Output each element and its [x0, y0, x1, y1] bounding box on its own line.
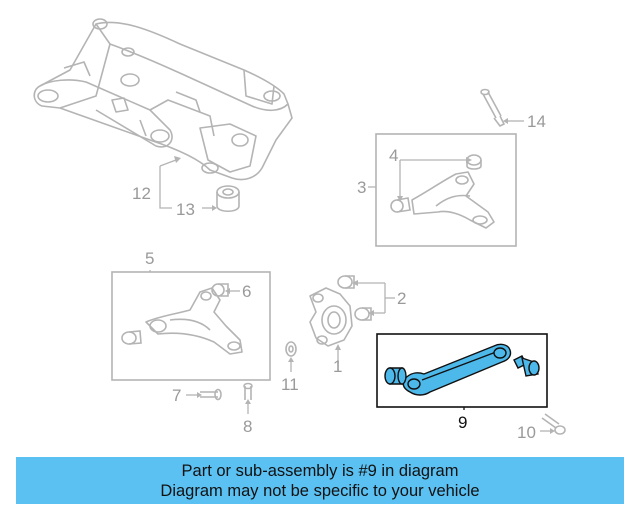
- arrow-2a: [352, 280, 358, 286]
- subframe-bushing-13: [216, 185, 240, 213]
- bolt-10: [541, 413, 566, 435]
- arrow-7: [197, 392, 202, 398]
- bushing-4b: [390, 197, 411, 213]
- leader-2: [358, 282, 395, 314]
- parts-diagram: 1 2 3 4 5 6 7 8 9 10 11 12 13 14: [33, 18, 566, 442]
- callout-4: 4: [389, 146, 398, 165]
- banner-part-text: Part or sub-assembly is #9 in diagram: [181, 461, 459, 480]
- callout-7: 7: [172, 386, 181, 405]
- callout-11: 11: [281, 375, 299, 394]
- banner-disclaimer-text: Diagram may not be specific to your vehi…: [160, 481, 480, 500]
- leader-4: [399, 159, 466, 196]
- link-bushing-right: [513, 355, 540, 377]
- info-banner: Part or sub-assembly is #9 in diagram Di…: [16, 457, 624, 504]
- callout-5: 5: [145, 249, 154, 268]
- link-bushing-left: [384, 367, 407, 385]
- callout-13: 13: [176, 200, 195, 219]
- bushing-5: [121, 330, 142, 345]
- callout-2: 2: [397, 289, 406, 308]
- bolt-14: [480, 88, 506, 128]
- bolt-7: [200, 388, 222, 401]
- arrow-14: [503, 118, 508, 124]
- callout-6: 6: [242, 282, 251, 301]
- lower-control-arm: [145, 287, 243, 355]
- bushing-2b: [354, 307, 372, 321]
- callout-8: 8: [243, 417, 252, 436]
- arrow-6: [225, 288, 230, 294]
- rear-subframe: [33, 18, 293, 181]
- callout-10: 10: [517, 423, 536, 442]
- arrow-4b: [397, 196, 403, 202]
- arrow-2b: [368, 310, 374, 316]
- bushing-2a: [337, 275, 355, 289]
- arrow-4a: [466, 157, 472, 163]
- lateral-link-9: [402, 343, 512, 396]
- callout-9[interactable]: 9: [458, 413, 467, 432]
- arrow-10: [550, 428, 555, 434]
- leader-12: [159, 159, 177, 209]
- bushing-6: [211, 283, 229, 297]
- callout-14: 14: [527, 112, 546, 131]
- callout-12: 12: [132, 184, 151, 203]
- box-part-5: [111, 271, 271, 381]
- callout-1: 1: [333, 357, 342, 376]
- upper-control-arm: [411, 171, 495, 229]
- arrow-11: [288, 357, 294, 362]
- knuckle-1: [309, 287, 353, 347]
- box-part-3: [375, 133, 517, 247]
- bolt-8: [243, 382, 253, 400]
- callout-3: 3: [357, 178, 366, 197]
- box-part-9: [376, 333, 548, 408]
- arrow-12: [174, 156, 181, 163]
- washer-11: [285, 341, 297, 357]
- arrow-1: [335, 344, 341, 350]
- arrow-13: [212, 205, 217, 211]
- bushing-4a: [466, 154, 482, 170]
- arrow-8: [245, 399, 251, 404]
